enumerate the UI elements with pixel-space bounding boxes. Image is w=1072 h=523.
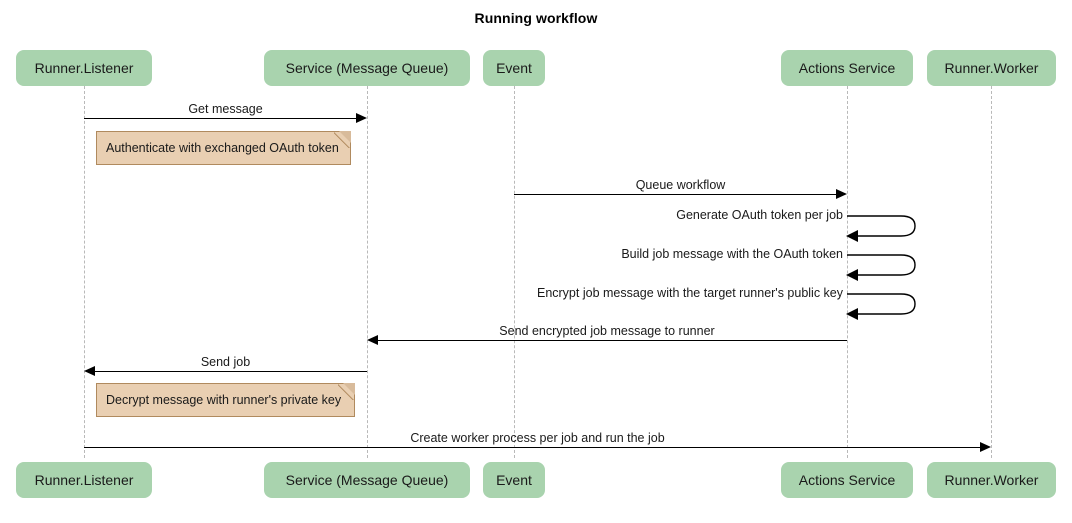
message-label-build-job-message: Build job message with the OAuth token [621,247,843,261]
message-label-encrypt-job-message: Encrypt job message with the target runn… [536,286,843,300]
participant-runner-worker-top[interactable]: Runner.Worker [927,50,1056,86]
participant-label: Service (Message Queue) [285,472,449,488]
participant-label: Runner.Listener [34,60,134,76]
self-message-generate-oauth-token [845,212,921,244]
note-fold-icon [343,383,355,395]
participant-runner-worker-bottom[interactable]: Runner.Worker [927,462,1056,498]
arrowhead-left-icon [84,366,95,376]
participant-label: Event [496,472,532,488]
message-line-send-encrypted-job-message [378,340,847,341]
lifeline-event [514,86,515,458]
note-authenticate: Authenticate with exchanged OAuth token [96,131,351,165]
note-decrypt: Decrypt message with runner's private ke… [96,383,355,417]
participant-label: Actions Service [798,472,896,488]
participant-label: Runner.Listener [34,472,134,488]
message-label-queue-workflow: Queue workflow [635,178,726,192]
lifeline-runner-worker [991,86,992,458]
arrowhead-right-icon [836,189,847,199]
participant-runner-listener-bottom[interactable]: Runner.Listener [16,462,152,498]
message-line-send-job [95,371,367,372]
note-fold-icon [339,131,351,143]
participant-runner-listener-top[interactable]: Runner.Listener [16,50,152,86]
arrowhead-left-icon [367,335,378,345]
message-label-get-message: Get message [188,102,263,116]
note-label: Decrypt message with runner's private ke… [106,393,342,407]
message-line-get-message [84,118,356,119]
lifeline-runner-listener [84,86,85,458]
arrowhead-right-icon [356,113,367,123]
participant-label: Runner.Worker [944,472,1039,488]
participant-service-message-queue-top[interactable]: Service (Message Queue) [264,50,470,86]
participant-label: Runner.Worker [944,60,1039,76]
lifeline-actions-service [847,86,848,458]
note-label: Authenticate with exchanged OAuth token [106,141,339,155]
participant-actions-service-top[interactable]: Actions Service [781,50,913,86]
page-title: Running workflow [474,10,598,26]
message-line-create-worker-process [84,447,980,448]
participant-label: Actions Service [798,60,896,76]
message-line-queue-workflow [514,194,836,195]
participant-actions-service-bottom[interactable]: Actions Service [781,462,913,498]
message-label-send-job: Send job [200,355,251,369]
participant-event-top[interactable]: Event [483,50,545,86]
message-label-send-encrypted-job-message: Send encrypted job message to runner [499,324,715,338]
participant-service-message-queue-bottom[interactable]: Service (Message Queue) [264,462,470,498]
self-message-encrypt-job-message [845,290,921,322]
message-label-generate-oauth-token: Generate OAuth token per job [676,208,843,222]
participant-label: Service (Message Queue) [285,60,449,76]
message-label-create-worker-process: Create worker process per job and run th… [410,431,665,445]
participant-event-bottom[interactable]: Event [483,462,545,498]
arrowhead-right-icon [980,442,991,452]
participant-label: Event [496,60,532,76]
self-message-build-job-message [845,251,921,283]
lifeline-service-message-queue [367,86,368,458]
